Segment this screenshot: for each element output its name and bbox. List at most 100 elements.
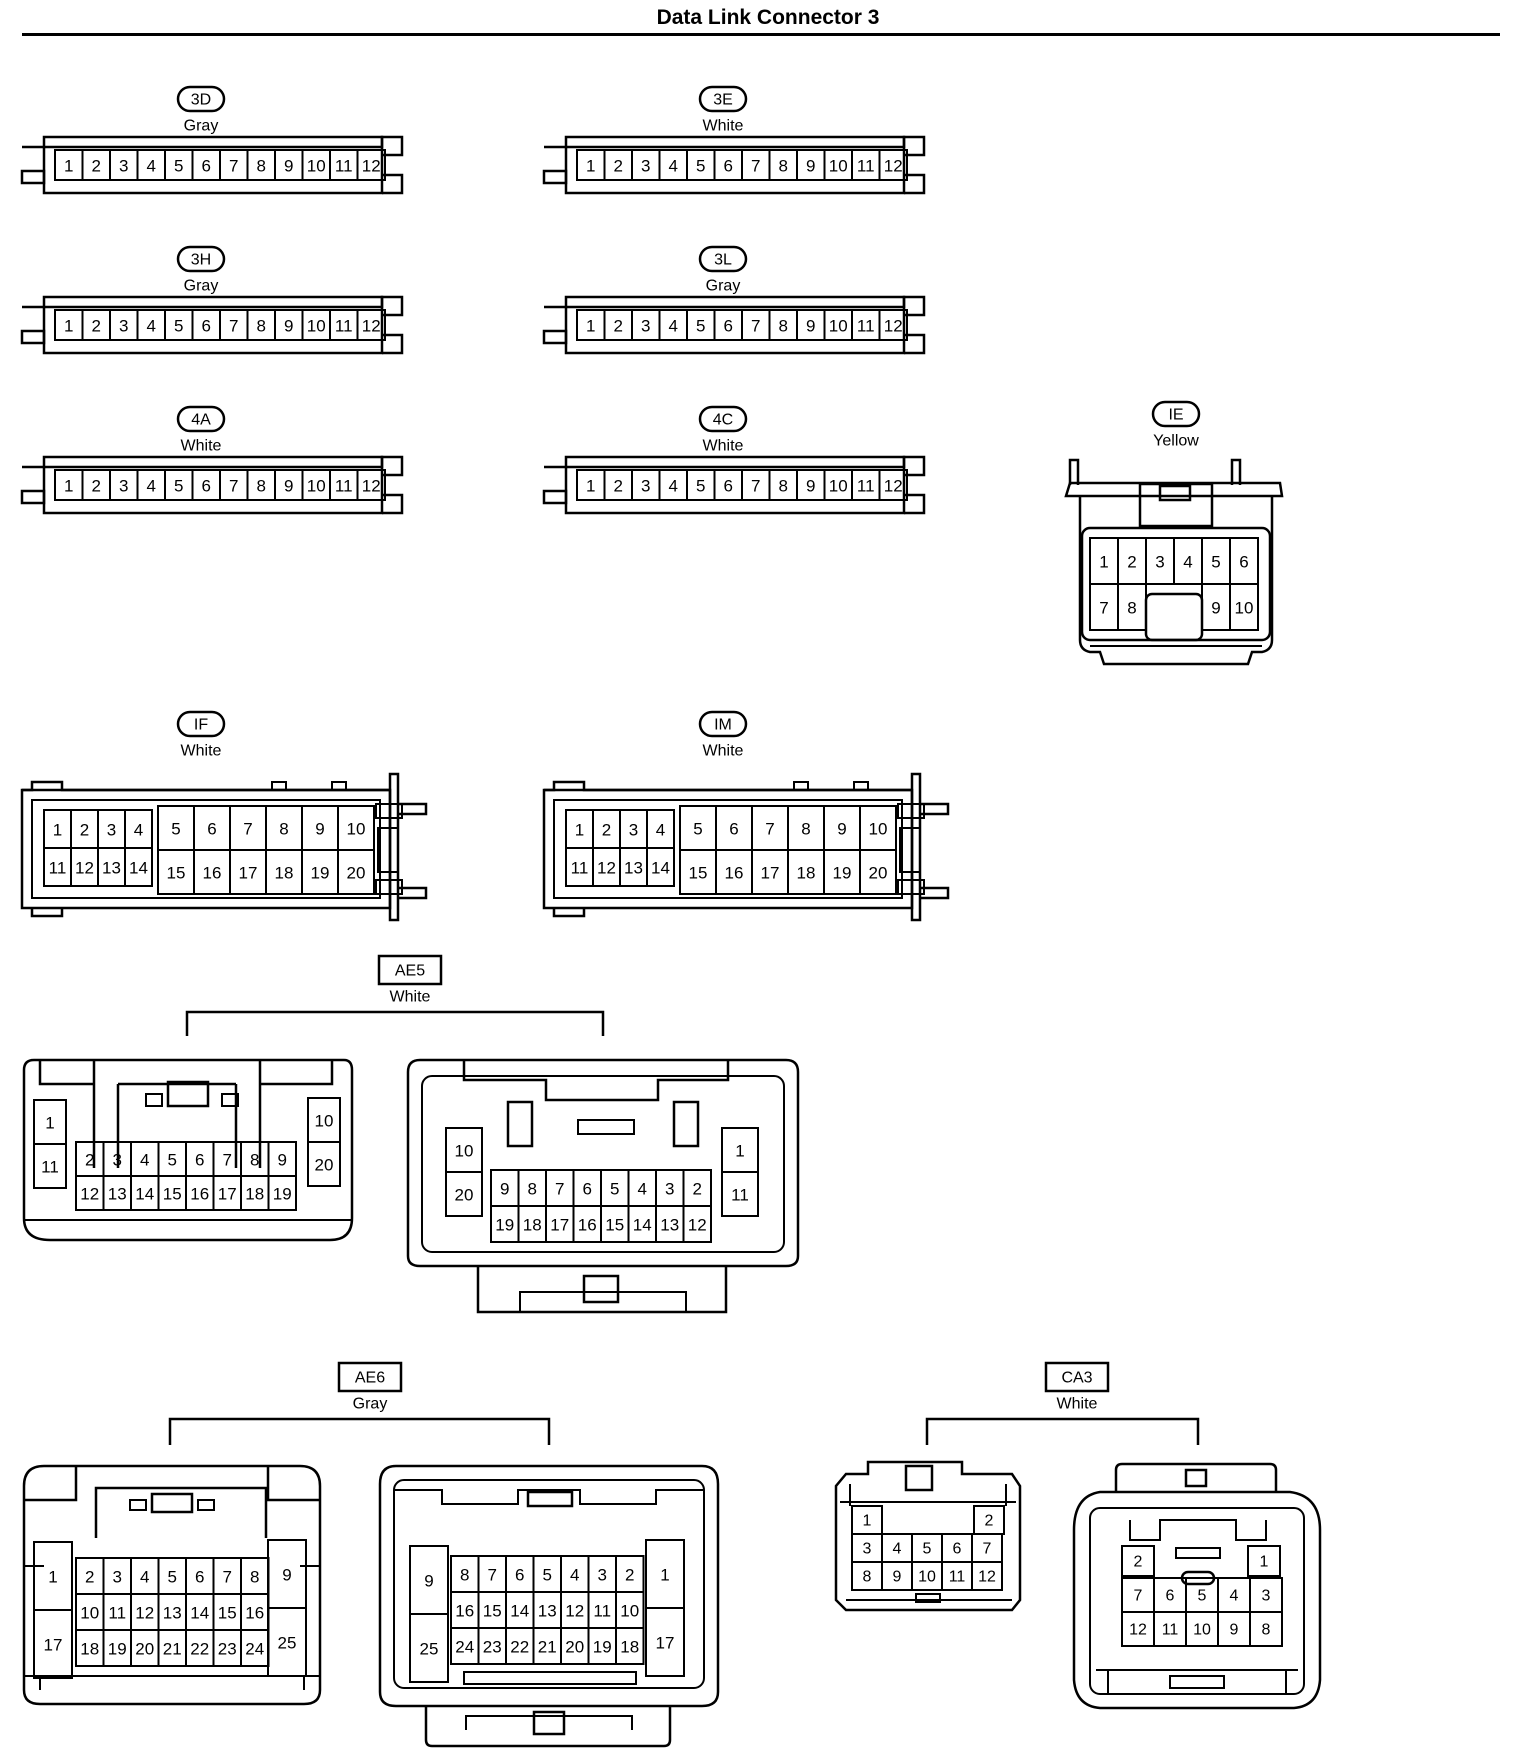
pin-label: 10 (620, 1602, 639, 1621)
pin-cell (682, 1205, 712, 1243)
pin-label: 8 (801, 820, 810, 839)
outline (22, 295, 404, 317)
connector-color: Gray (184, 118, 219, 135)
rib (463, 1671, 637, 1685)
outline (519, 1291, 687, 1312)
pin-label: 12 (597, 859, 616, 878)
outline (394, 1489, 704, 1505)
bottom-latch (476, 1266, 728, 1314)
view-bracket (185, 1010, 605, 1036)
pin-label: 3 (1155, 553, 1164, 572)
outline (24, 1675, 320, 1690)
pin-label: 10 (918, 1569, 936, 1586)
pin-label: 15 (163, 1185, 182, 1204)
pin-label: 11 (571, 859, 589, 878)
pin-label: 7 (751, 157, 760, 176)
outline (116, 1082, 238, 1168)
pin-label: 23 (483, 1638, 502, 1657)
pin-label: 20 (315, 1156, 334, 1175)
rib (915, 1593, 941, 1603)
pin-label: 17 (656, 1634, 675, 1653)
pin-label: 15 (483, 1602, 502, 1621)
outline (382, 333, 404, 355)
connector-color: White (390, 989, 431, 1006)
pin-label: 2 (92, 477, 101, 496)
code-box (1044, 1361, 1110, 1393)
pin-label: 10 (829, 157, 848, 176)
latch (20, 169, 46, 185)
pin-label: 13 (538, 1602, 557, 1621)
pin-label: 3 (113, 1151, 122, 1170)
rib (145, 1093, 163, 1107)
outline (398, 802, 428, 816)
pin-label: 11 (335, 157, 353, 176)
outline (38, 1060, 334, 1168)
pin-label: 6 (202, 157, 211, 176)
pin-label: 9 (424, 1572, 433, 1591)
pin-label: 14 (190, 1604, 209, 1623)
pin-label: 21 (538, 1638, 557, 1657)
pin-label: 2 (1127, 553, 1136, 572)
outline (904, 173, 926, 195)
outline (1129, 1519, 1267, 1541)
pin-label: 19 (833, 864, 852, 883)
connector-color: White (703, 118, 744, 135)
pin-label: 9 (282, 1566, 291, 1585)
connector-body (42, 295, 384, 355)
pin-label: 5 (696, 317, 705, 336)
code-box (377, 954, 443, 986)
connector-code: 3D (191, 92, 211, 109)
side-tab (375, 879, 403, 895)
side-tab (897, 879, 925, 895)
pin-label: 9 (806, 317, 815, 336)
pin-label: 11 (857, 317, 875, 336)
pin-cell (721, 1171, 759, 1217)
pin-label: 4 (669, 477, 678, 496)
pin-label: 24 (455, 1638, 474, 1657)
pin-label: 22 (190, 1640, 209, 1659)
code-box (337, 1361, 403, 1393)
lock-tab (1184, 1468, 1208, 1488)
pin-label: 4 (147, 477, 156, 496)
pin-label: 6 (515, 1566, 524, 1585)
pin-label: 7 (983, 1541, 992, 1558)
lock-tab (1138, 482, 1214, 528)
pin-cell (1229, 583, 1259, 631)
pin-cell (33, 1143, 67, 1189)
connector-code: IE (1168, 407, 1183, 424)
pin-label: 8 (279, 820, 288, 839)
pin-label: 3 (119, 477, 128, 496)
pin-label: 3 (629, 821, 638, 840)
outline (22, 455, 404, 477)
pin-label: 17 (44, 1636, 63, 1655)
pin-cell (307, 1141, 341, 1187)
pin-label: 11 (593, 1602, 611, 1621)
code-pill (698, 710, 748, 738)
pin-label: 1 (64, 317, 73, 336)
connector-color: Yellow (1153, 433, 1199, 450)
outline (30, 908, 64, 918)
connector-code: 3H (191, 252, 211, 269)
connector-body (542, 788, 914, 910)
outline (398, 886, 428, 900)
pin-label: 17 (761, 864, 780, 883)
connector-code: 3E (713, 92, 733, 109)
pin-label: 9 (315, 820, 324, 839)
pin-label: 3 (598, 1566, 607, 1585)
connector-body (406, 1058, 800, 1268)
outline (544, 295, 926, 317)
pin-label: 19 (495, 1216, 514, 1235)
pin-label: 1 (1260, 1554, 1269, 1571)
pin-label: 11 (949, 1569, 966, 1586)
pin-label: 12 (884, 157, 903, 176)
pin-label: 14 (510, 1602, 529, 1621)
pin-label: 9 (284, 157, 293, 176)
connector-color: White (181, 438, 222, 455)
pin-label: 3 (119, 317, 128, 336)
pin-label: 7 (229, 317, 238, 336)
pin-label: 9 (837, 820, 846, 839)
connector-body (42, 455, 384, 515)
pin-label: 8 (257, 477, 266, 496)
pin-label: 8 (257, 157, 266, 176)
